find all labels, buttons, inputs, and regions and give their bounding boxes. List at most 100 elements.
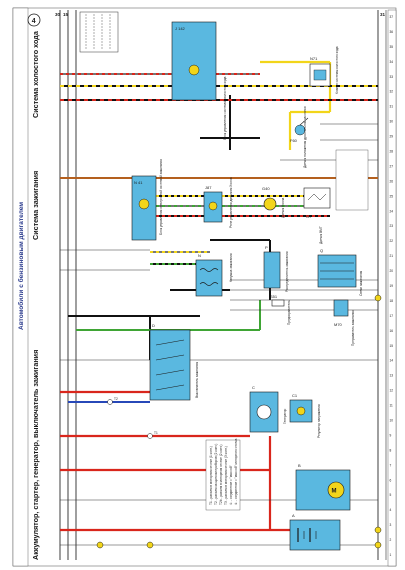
title-band	[12, 7, 29, 567]
g40-desc: Датчик Холла	[281, 197, 285, 218]
legend-item-1: T2 - разъем за щитком приборов (2 конт.)	[214, 444, 218, 505]
hall-relay: J87	[203, 185, 223, 223]
bottom-number: 22	[390, 239, 394, 243]
bottom-number: 33	[390, 75, 394, 79]
s51-desc: Предохранитель	[287, 300, 291, 325]
ignition-coil: N	[195, 253, 223, 297]
ignition-switch-label: D	[152, 323, 155, 328]
starter: M B	[295, 463, 351, 511]
bottom-number: 27	[390, 164, 394, 168]
ignition-switch: D	[149, 323, 191, 401]
legend: T1 - разъем в моторном отсеке (1 конт.) …	[205, 149, 369, 511]
bus-label-30: 30	[55, 12, 61, 17]
bottom-number: 30	[390, 120, 394, 124]
generator: C	[249, 385, 279, 433]
distributor-label: P	[265, 245, 268, 250]
idle-control-unit: J 142	[171, 21, 217, 101]
bottom-number: 37	[390, 15, 394, 19]
bottom-number: 6	[390, 478, 392, 482]
sparkplugs-desc: Свечи зажигания	[359, 270, 363, 296]
voltage-regulator: C1	[289, 393, 313, 423]
legend-item-4: ① - соединение с "массой"	[229, 465, 233, 505]
bottom-number: 29	[390, 135, 394, 139]
bottom-number: 34	[390, 60, 394, 64]
battery-label: A	[292, 513, 295, 518]
legend-item-3: T3 - разъем в моторном отсеке (3 конт.)	[224, 446, 228, 505]
idle-unit-label: J 142	[175, 26, 186, 31]
f60-desc: Датчик положения дроссельной заслонки	[303, 106, 307, 168]
connectors: T1 T2	[107, 397, 158, 439]
bottom-number: 2	[390, 538, 392, 542]
bus-label-31: 31	[380, 12, 386, 17]
bottom-number: 19	[390, 284, 394, 288]
bottom-number: 4	[390, 508, 392, 512]
hall-sensor: G40	[262, 186, 277, 211]
idle-unit-desc: Блок управления системой холостого хода	[223, 76, 227, 140]
top-connector-block	[79, 11, 119, 53]
number-strip	[387, 9, 397, 567]
fuse-s51: S51	[270, 294, 285, 307]
g7-desc: Датчик ВМТ	[319, 226, 323, 244]
striped-wires	[60, 73, 378, 265]
idle-valve: N71	[309, 56, 331, 87]
bottom-number: 21	[390, 254, 394, 258]
bottom-number: 1	[390, 553, 392, 557]
regulator-label: C1	[292, 393, 298, 398]
bottom-number: 23	[390, 224, 394, 228]
legend-item-0: T1 - разъем в моторном отсеке (1 конт.)	[209, 446, 213, 505]
interrupter-m70: M70	[333, 299, 349, 327]
system-title: Система зажигания	[31, 171, 40, 240]
bottom-number: 26	[390, 179, 394, 183]
bottom-number: 7	[390, 463, 392, 467]
bottom-number: 28	[390, 150, 394, 154]
m70-label: M70	[334, 322, 343, 327]
ground-symbols	[96, 294, 382, 549]
j87-label: J87	[205, 185, 212, 190]
throttle-switch: F60	[290, 117, 309, 143]
ignition-unit-desc: Блок управления электронной системой заж…	[159, 159, 163, 235]
idle-title: Система холостого хода	[31, 30, 40, 118]
bottom-number: 13	[390, 374, 394, 378]
t2-label: T2	[114, 397, 118, 401]
bottom-number: 11	[390, 404, 394, 408]
generator-desc: Генератор	[283, 409, 287, 424]
bottom-number: 25	[390, 194, 394, 198]
bottom-numbers: 1234567891011121314151617181920212223242…	[390, 15, 394, 557]
bottom-number: 15	[390, 344, 394, 348]
bottom-number: 32	[390, 90, 394, 94]
distributor-desc: Распределитель зажигания	[285, 251, 289, 292]
n71-label: N71	[310, 56, 318, 61]
legend-box-lower	[205, 439, 241, 511]
bus-label-15: 15	[63, 12, 69, 17]
bottom-number: 9	[390, 433, 392, 437]
ignition-unit-label: N 41	[134, 180, 143, 185]
regulator-desc: Регулятор напряжения	[317, 404, 321, 438]
starter-label: B	[298, 463, 301, 468]
bottom-number: 14	[390, 359, 394, 363]
bottom-number: 5	[390, 493, 392, 497]
coil-label: N	[198, 253, 201, 258]
f60-label: F60	[290, 138, 298, 143]
bottom-number: 31	[390, 105, 394, 109]
ignition-switch-desc: Выключатель зажигания	[195, 362, 199, 398]
bottom-number: 17	[390, 314, 394, 318]
spark-plugs: Q	[317, 248, 357, 288]
g7-label: G7	[306, 214, 312, 219]
battery: A	[289, 513, 341, 551]
legend-item-2: T2b - разъем в моторном отсеке (2 конт.)	[219, 445, 223, 505]
s51-label: S51	[270, 294, 278, 299]
bottom-number: 24	[390, 209, 394, 213]
tdc-sensor: G7	[303, 187, 331, 219]
ignition-control-unit: N 41	[131, 175, 157, 241]
bottom-number: 16	[390, 329, 394, 333]
bottom-number: 3	[390, 523, 392, 527]
page-number-badge	[27, 13, 41, 27]
legend-box-upper	[335, 149, 369, 211]
page-number: 4	[32, 18, 36, 25]
m70-desc: Прерыватель зажигания	[351, 310, 355, 346]
n71-desc: Клапан системы холостого хода	[335, 46, 339, 94]
bottom-number: 35	[390, 45, 394, 49]
distributor: P	[263, 245, 281, 289]
